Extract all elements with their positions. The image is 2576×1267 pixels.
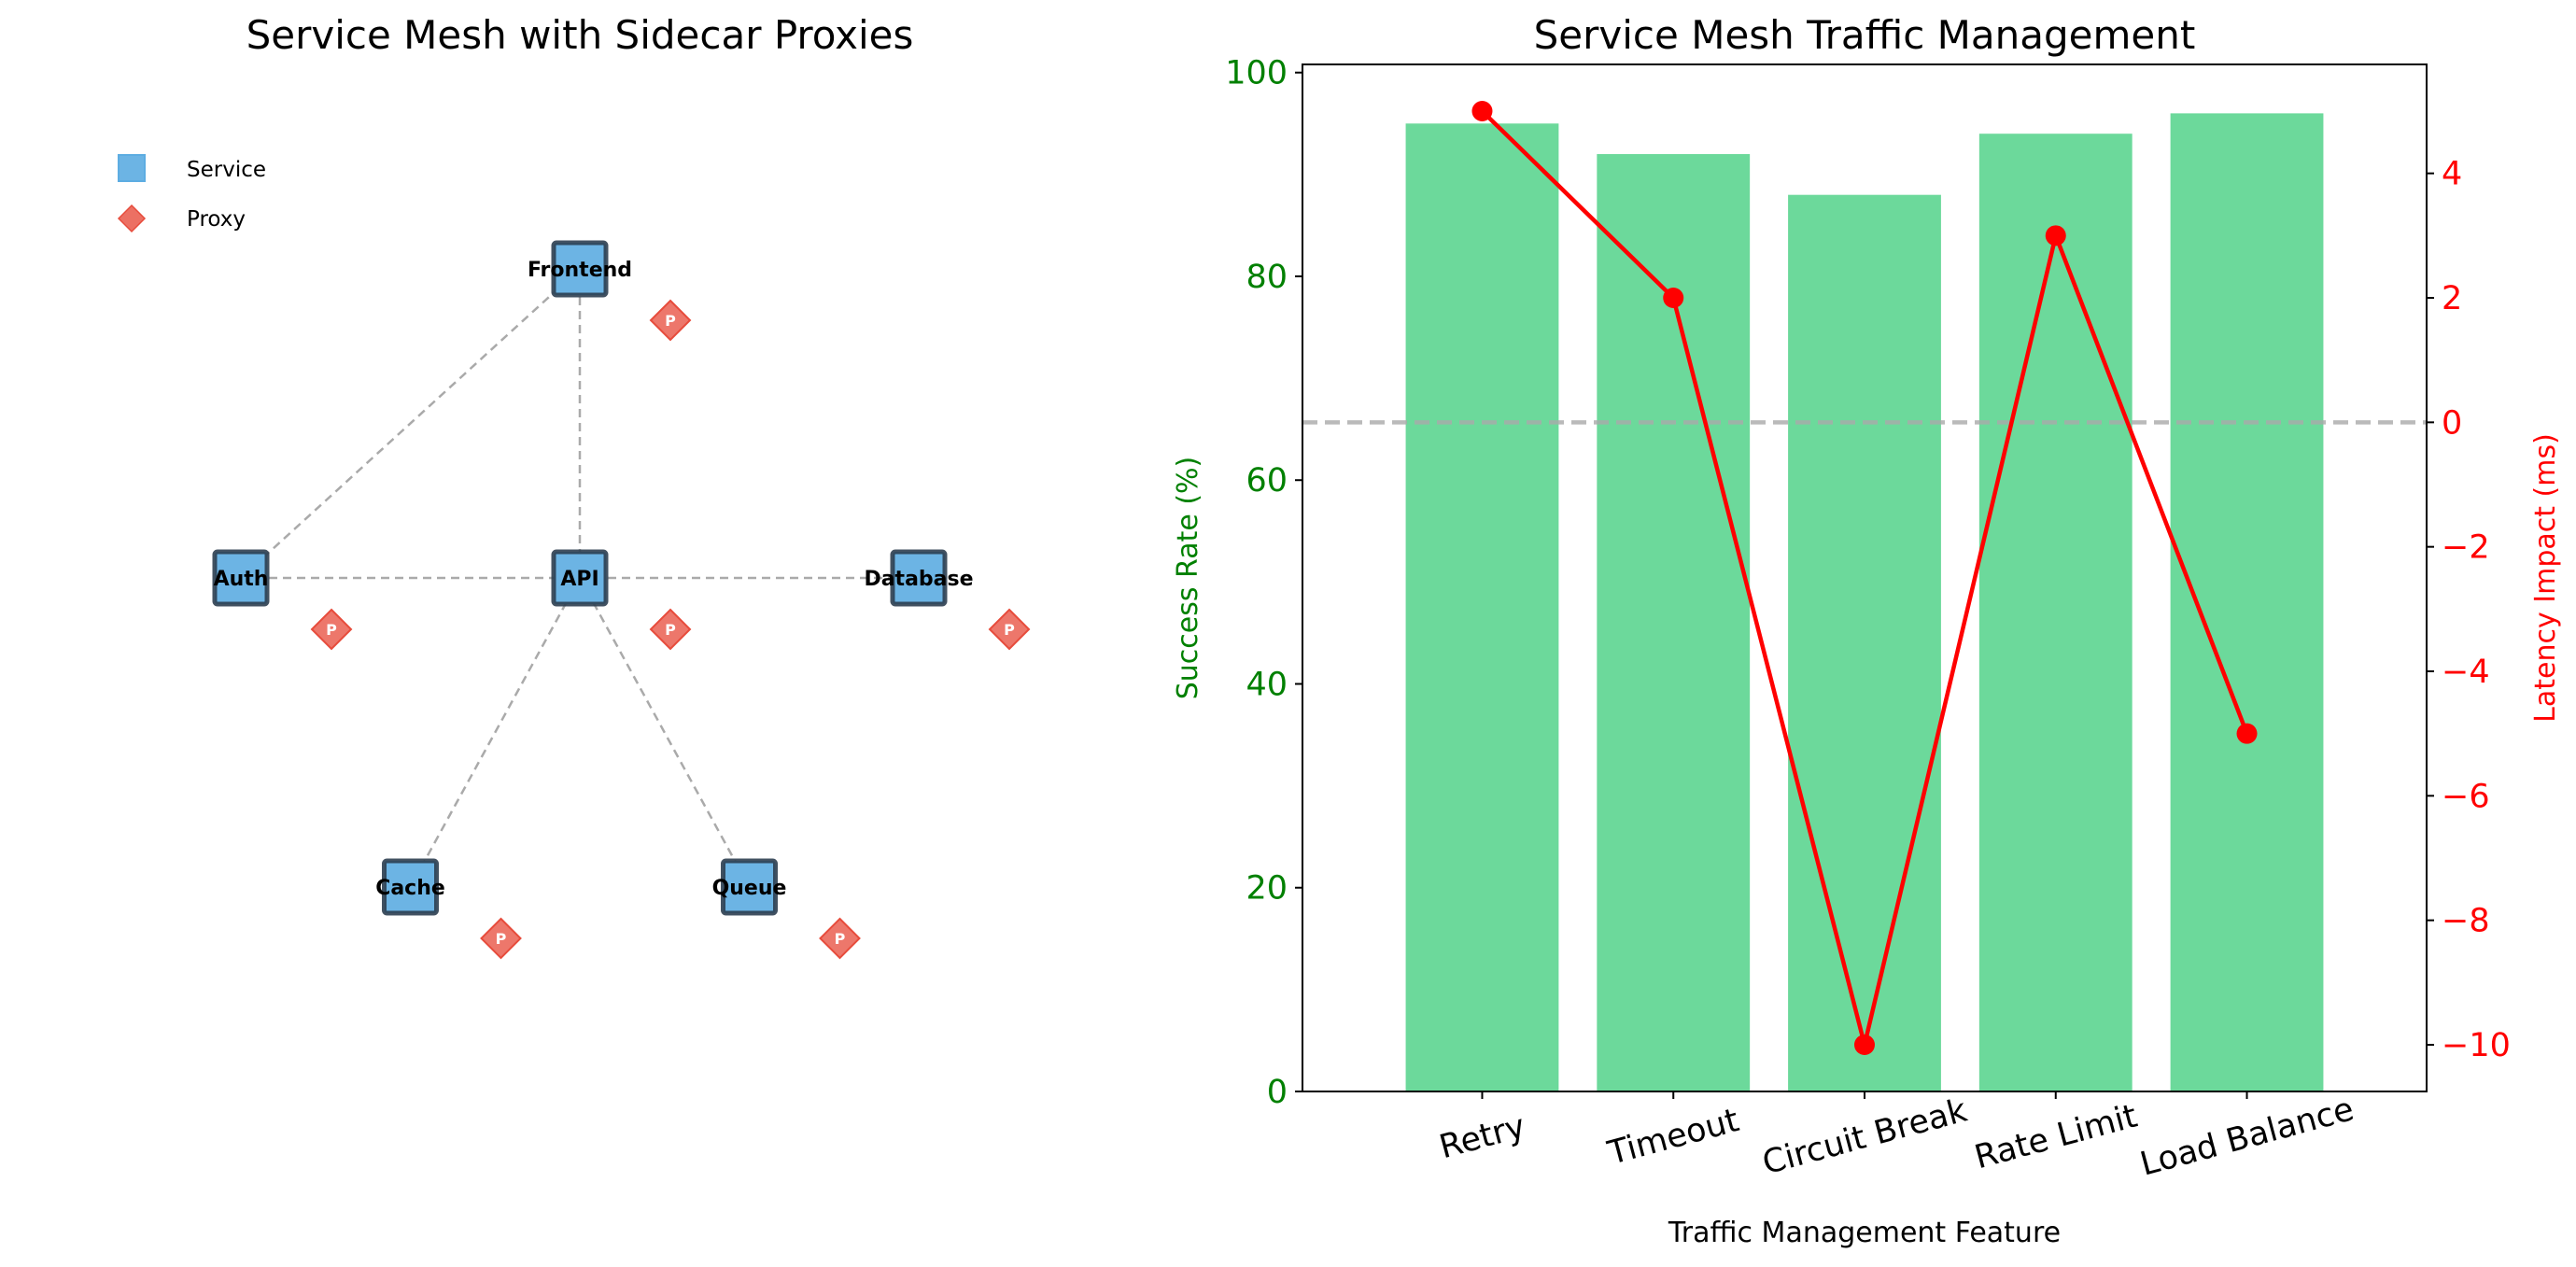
proxy-node-api	[649, 608, 692, 651]
latency-point-retry	[1471, 101, 1493, 121]
right-tick-label: −10	[2442, 1027, 2511, 1064]
proxy-label-frontend: P	[665, 312, 676, 330]
proxy-label-cache: P	[496, 930, 507, 948]
left-y-axis-label: Success Rate (%)	[1172, 457, 1204, 700]
proxy-node-database	[988, 608, 1031, 651]
service-node-queue	[721, 858, 778, 916]
traffic-management-chart: Service Mesh Traffic Management020406080…	[1172, 12, 2562, 1249]
latency-point-timeout	[1663, 288, 1684, 308]
edge-api-cache	[409, 577, 582, 888]
bar-retry	[1405, 123, 1559, 1091]
proxy-label-auth: P	[326, 621, 337, 639]
diagram-title: Service Mesh with Sidecar Proxies	[246, 12, 914, 58]
right-tick-label: −4	[2442, 654, 2490, 691]
service-node-auth	[212, 549, 270, 607]
proxy-node-auth	[310, 608, 353, 651]
bar-load-balance	[2170, 113, 2324, 1091]
left-tick-label: 100	[1225, 55, 1288, 92]
edge-frontend-auth	[240, 268, 581, 579]
service-mesh-diagram: Service Mesh with Sidecar Proxies Servic…	[117, 12, 1031, 960]
latency-point-load-balance	[2236, 723, 2258, 744]
proxy-node-queue	[819, 917, 861, 960]
x-tick-label: Circuit Break	[1759, 1091, 1972, 1182]
proxy-node-cache	[480, 917, 522, 960]
legend-service-icon	[118, 154, 146, 182]
x-tick-label: Rate Limit	[1971, 1098, 2141, 1177]
bar-circuit-break	[1788, 194, 1941, 1091]
x-tick-label: Timeout	[1603, 1102, 1742, 1173]
x-axis-label: Traffic Management Feature	[1668, 1217, 2061, 1249]
service-node-frontend	[551, 240, 609, 298]
service-node-cache	[382, 858, 439, 916]
service-label-frontend: Frontend	[528, 259, 632, 282]
service-label-cache: Cache	[375, 877, 445, 900]
edge-api-queue	[578, 577, 751, 888]
left-tick-label: 20	[1246, 870, 1288, 908]
x-tick-label: Retry	[1436, 1108, 1529, 1167]
latency-point-circuit-break	[1854, 1035, 1875, 1055]
proxy-node-frontend	[649, 299, 692, 342]
right-tick-label: −6	[2442, 778, 2490, 815]
bar-rate-limit	[1978, 134, 2133, 1092]
service-node-database	[890, 549, 948, 607]
service-label-database: Database	[864, 568, 973, 591]
proxy-label-api: P	[665, 621, 676, 639]
bar-timeout	[1597, 154, 1751, 1092]
left-tick-label: 0	[1267, 1074, 1288, 1111]
right-tick-label: −8	[2442, 903, 2490, 940]
service-label-auth: Auth	[214, 568, 269, 591]
proxy-label-queue: P	[835, 930, 846, 948]
service-label-api: API	[560, 568, 598, 591]
service-node-api	[551, 549, 609, 607]
right-y-axis-label: Latency Impact (ms)	[2529, 433, 2562, 723]
left-tick-label: 60	[1246, 462, 1288, 500]
service-label-queue: Queue	[712, 877, 787, 900]
left-tick-label: 80	[1246, 259, 1288, 296]
left-tick-label: 40	[1246, 666, 1288, 703]
x-tick-label: Load Balance	[2136, 1091, 2358, 1183]
diagram-legend: Service Proxy	[117, 154, 266, 233]
right-tick-label: 2	[2442, 280, 2462, 317]
latency-point-rate-limit	[2045, 225, 2066, 246]
right-tick-label: 4	[2442, 156, 2462, 193]
legend-service-label: Service	[187, 158, 266, 182]
legend-proxy-label: Proxy	[187, 207, 246, 232]
right-tick-label: 0	[2442, 404, 2462, 442]
chart-title: Service Mesh Traffic Management	[1534, 12, 2196, 58]
proxy-label-database: P	[1004, 621, 1015, 639]
right-tick-label: −2	[2442, 529, 2490, 567]
legend-proxy-icon	[117, 204, 147, 233]
